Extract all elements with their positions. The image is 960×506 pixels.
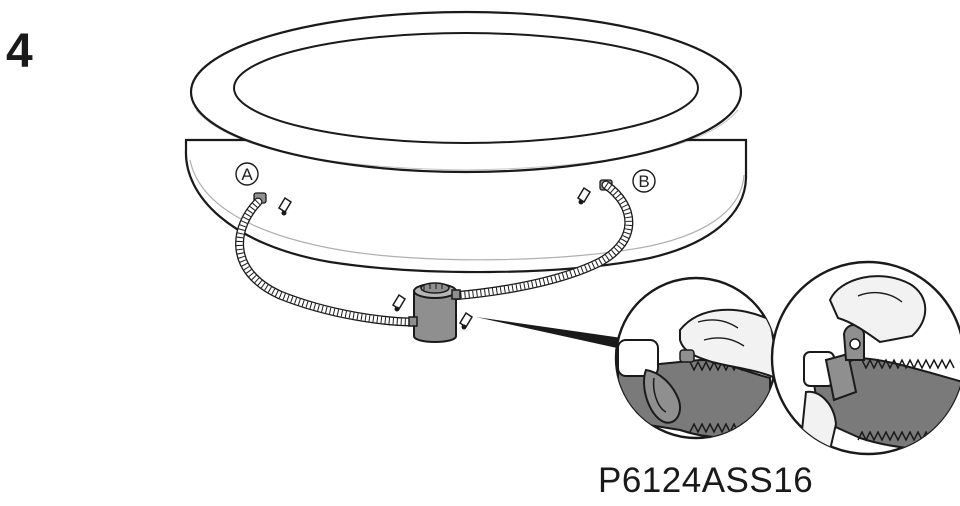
hose-clamp-icon-c xyxy=(391,293,407,312)
hose-a xyxy=(235,197,419,327)
pool-top-ring xyxy=(189,10,743,174)
part-code: P6124ASS16 xyxy=(598,461,814,500)
detail-pointer xyxy=(476,317,622,348)
hose-clamp-icon-d xyxy=(458,311,474,330)
callout-b: B xyxy=(632,169,656,193)
detail-clamp-open xyxy=(614,276,778,440)
step-number: 4 xyxy=(6,25,33,78)
hose-b xyxy=(447,180,634,301)
callout-b-label: B xyxy=(638,172,649,191)
hose-clamp-icon-a xyxy=(277,196,293,216)
detail-clamp-closed xyxy=(770,260,960,456)
callout-a-label: A xyxy=(241,165,253,184)
hose-clamp-icon-b xyxy=(576,186,592,205)
callout-a: A xyxy=(235,162,259,186)
filter-pump xyxy=(408,282,461,343)
pool-body xyxy=(184,138,748,274)
